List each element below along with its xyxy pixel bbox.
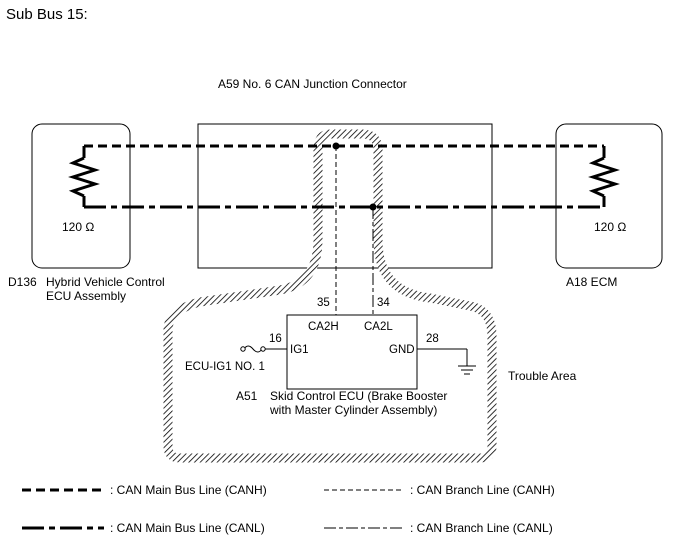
legend-label-main-canh: : CAN Main Bus Line (CANH) (110, 483, 267, 497)
hybrid-ecu-box (31, 123, 131, 269)
junction-connector-box (197, 123, 493, 269)
right-termination-resistor (588, 146, 620, 207)
left-termination-resistor (68, 146, 100, 207)
pin-34-number: 34 (377, 297, 390, 309)
right-resistor-value: 120 Ω (594, 220, 626, 234)
fuse-label: ECU-IG1 NO. 1 (185, 361, 265, 373)
legend-label-branch-canh: : CAN Branch Line (CANH) (410, 483, 555, 497)
ecm-box (555, 123, 663, 269)
skid-ecu-name-line1: Skid Control ECU (Brake Booster (270, 389, 447, 403)
legend-label-main-canl: : CAN Main Bus Line (CANL) (110, 521, 265, 535)
pin-ca2l-label: CA2L (364, 321, 393, 333)
trouble-area-outline (163, 129, 497, 463)
junction-connector-label: A59 No. 6 CAN Junction Connector (218, 77, 407, 91)
pin-28-number: 28 (426, 333, 439, 345)
pin-16-number: 16 (269, 333, 282, 345)
ecm-label: A18 ECM (566, 275, 617, 289)
pin-gnd-label: GND (389, 344, 415, 356)
legend-label-branch-canl: : CAN Branch Line (CANL) (410, 521, 553, 535)
hybrid-ecu-name-line1: Hybrid Vehicle Control (46, 275, 165, 289)
fuse-symbol (240, 345, 287, 353)
pin-ig1-label: IG1 (290, 344, 309, 356)
ground-icon (417, 348, 476, 375)
legend: : CAN Main Bus Line (CANH) : CAN Branch … (22, 483, 555, 535)
skid-ecu-name-line2: with Master Cylinder Assembly) (269, 403, 437, 417)
skid-control-ecu-box (286, 314, 418, 390)
hybrid-ecu-name-line2: ECU Assembly (46, 289, 126, 303)
skid-ecu-code: A51 (236, 389, 258, 403)
hybrid-ecu-code: D136 (8, 275, 37, 289)
left-resistor-value: 120 Ω (62, 220, 94, 234)
pin-35-number: 35 (317, 297, 330, 309)
page-title: Sub Bus 15: (6, 6, 88, 23)
pin-ca2h-label: CA2H (308, 321, 339, 333)
trouble-area-label: Trouble Area (508, 369, 577, 383)
